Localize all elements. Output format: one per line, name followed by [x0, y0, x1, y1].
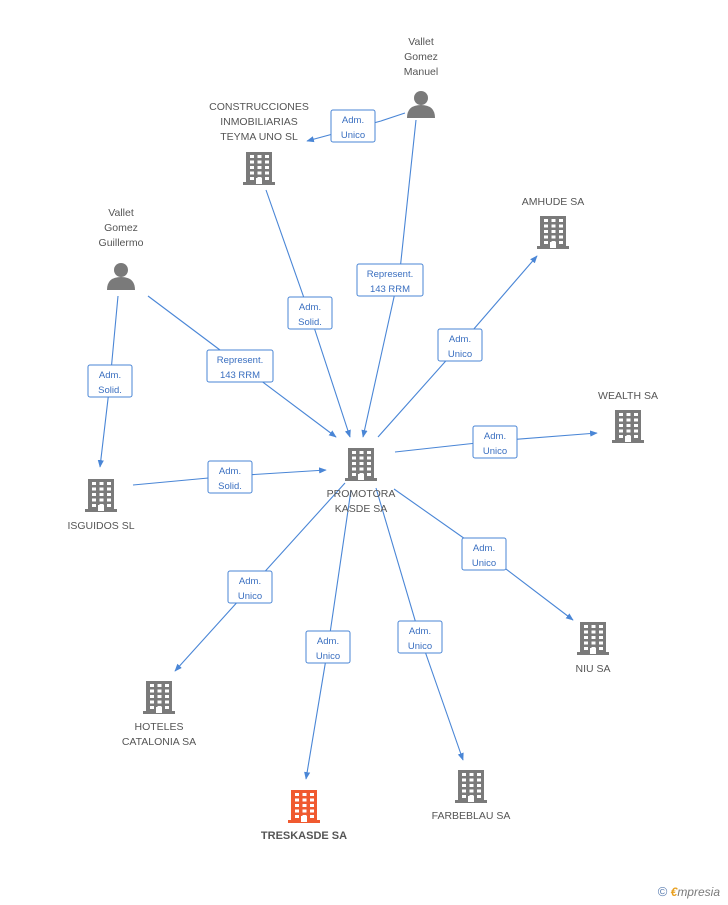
node-label: Vallet — [108, 207, 134, 219]
empresia-logo-e: € — [670, 885, 678, 899]
building-icon — [243, 152, 275, 185]
building-icon — [455, 770, 487, 803]
building-icon — [537, 216, 569, 249]
node-wealth[interactable]: WEALTH SA — [598, 390, 658, 443]
node-construcciones[interactable]: CONSTRUCCIONES INMOBILIARIAS TEYMA UNO SL — [209, 101, 309, 185]
edge-label-frame — [437, 328, 483, 362]
copyright-icon: © — [657, 884, 668, 899]
edge-label-frame — [397, 620, 443, 654]
node-label: NIU SA — [575, 663, 610, 675]
node-label: WEALTH SA — [598, 390, 658, 402]
edge-label-frame — [472, 425, 518, 459]
edge-label-box[interactable]: Adm. Unico — [227, 570, 273, 604]
edge-label-box[interactable]: Adm. Unico — [472, 425, 518, 459]
edge-label-text: Solid. — [218, 481, 242, 492]
node-label: Guillermo — [99, 237, 144, 249]
building-icon — [143, 681, 175, 714]
node-niu[interactable]: NIU SA — [575, 622, 611, 675]
edge-label-text: Solid. — [98, 385, 122, 396]
edge-label-frame — [356, 263, 424, 297]
node-label: HOTELES — [134, 721, 183, 733]
building-icon — [345, 448, 377, 481]
node-label: ISGUIDOS SL — [67, 520, 134, 532]
node-treskasde[interactable]: TRESKASDE SA — [261, 790, 347, 842]
edge-label-text: Solid. — [298, 317, 322, 328]
edge-label-text: Adm. — [99, 370, 121, 381]
node-label: FARBEBLAU SA — [432, 810, 511, 822]
edge-label-text: 143 RRM — [370, 284, 410, 295]
edge-label-text: 143 RRM — [220, 370, 260, 381]
edge-label-frame — [87, 364, 133, 398]
edge-label-text: Adm. — [342, 115, 364, 126]
edge-label-box[interactable]: Adm. Unico — [397, 620, 443, 654]
person-icon — [407, 91, 435, 118]
node-label: KASDE SA — [335, 503, 388, 515]
building-icon — [577, 622, 609, 655]
edge-label-text: Unico — [472, 558, 496, 569]
edge-label-box[interactable]: Adm. Unico — [437, 328, 483, 362]
edge-label-box[interactable]: Represent. 143 RRM — [206, 349, 274, 383]
edge-label-text: Adm. — [484, 431, 506, 442]
edge-label-frame — [206, 349, 274, 383]
edge-label-text: Unico — [483, 446, 507, 457]
node-label: Gomez — [404, 51, 438, 63]
node-label: PROMOTORA — [327, 488, 396, 500]
node-promotora[interactable]: PROMOTORA KASDE SA — [327, 448, 396, 515]
edge-label-text: Unico — [238, 591, 262, 602]
building-icon — [85, 479, 117, 512]
edge-label-frame — [227, 570, 273, 604]
empresia-brand[interactable]: © €mpresia — [658, 884, 720, 899]
edge-label-box[interactable]: Adm. Solid. — [207, 460, 253, 494]
edge-label-text: Adm. — [299, 302, 321, 313]
edge-label-text: Unico — [448, 349, 472, 360]
node-label: TEYMA UNO SL — [220, 131, 298, 143]
edge-label-text: Adm. — [317, 636, 339, 647]
edge-label-text: Unico — [408, 641, 432, 652]
edge-label-text: Unico — [316, 651, 340, 662]
node-label: Gomez — [104, 222, 138, 234]
person-icon — [107, 263, 135, 290]
node-label: TRESKASDE SA — [261, 830, 347, 842]
edge-label-text: Adm. — [473, 543, 495, 554]
edge-label-frame — [207, 460, 253, 494]
edge-label-text: Represent. — [217, 355, 263, 366]
building-icon — [612, 410, 644, 443]
edge-label-box[interactable]: Adm. Unico — [461, 537, 507, 571]
edge-label-frame — [461, 537, 507, 571]
edge-label-text: Adm. — [409, 626, 431, 637]
edge-label-frame — [305, 630, 351, 664]
edge-label-box[interactable]: Adm. Solid. — [287, 296, 333, 330]
edge-label-text: Adm. — [449, 334, 471, 345]
node-farbeblau[interactable]: FARBEBLAU SA — [432, 770, 511, 822]
edge-label-box[interactable]: Adm. Unico — [330, 109, 376, 143]
edge-label-box[interactable]: Adm. Unico — [305, 630, 351, 664]
edge-label-frame — [330, 109, 376, 143]
node-label: CONSTRUCCIONES — [209, 101, 309, 113]
node-label: AMHUDE SA — [522, 196, 584, 208]
edge-label-box[interactable]: Adm. Solid. — [87, 364, 133, 398]
node-hoteles[interactable]: HOTELES CATALONIA SA — [122, 681, 196, 748]
edge-label-box[interactable]: Represent. 143 RRM — [356, 263, 424, 297]
node-label: Vallet — [408, 36, 434, 48]
node-label: INMOBILIARIAS — [220, 116, 298, 128]
edge-label-text: Represent. — [367, 269, 413, 280]
building-icon — [288, 790, 320, 823]
node-amhude[interactable]: AMHUDE SA — [522, 196, 584, 249]
node-label: CATALONIA SA — [122, 736, 196, 748]
empresia-logo-text: mpresia — [677, 885, 720, 899]
node-label: Manuel — [404, 66, 438, 78]
edge-label-text: Unico — [341, 130, 365, 141]
edge-label-text: Adm. — [219, 466, 241, 477]
node-isguidos[interactable]: ISGUIDOS SL — [67, 479, 135, 532]
edge-label-frame — [287, 296, 333, 330]
edge-label-text: Adm. — [239, 576, 261, 587]
